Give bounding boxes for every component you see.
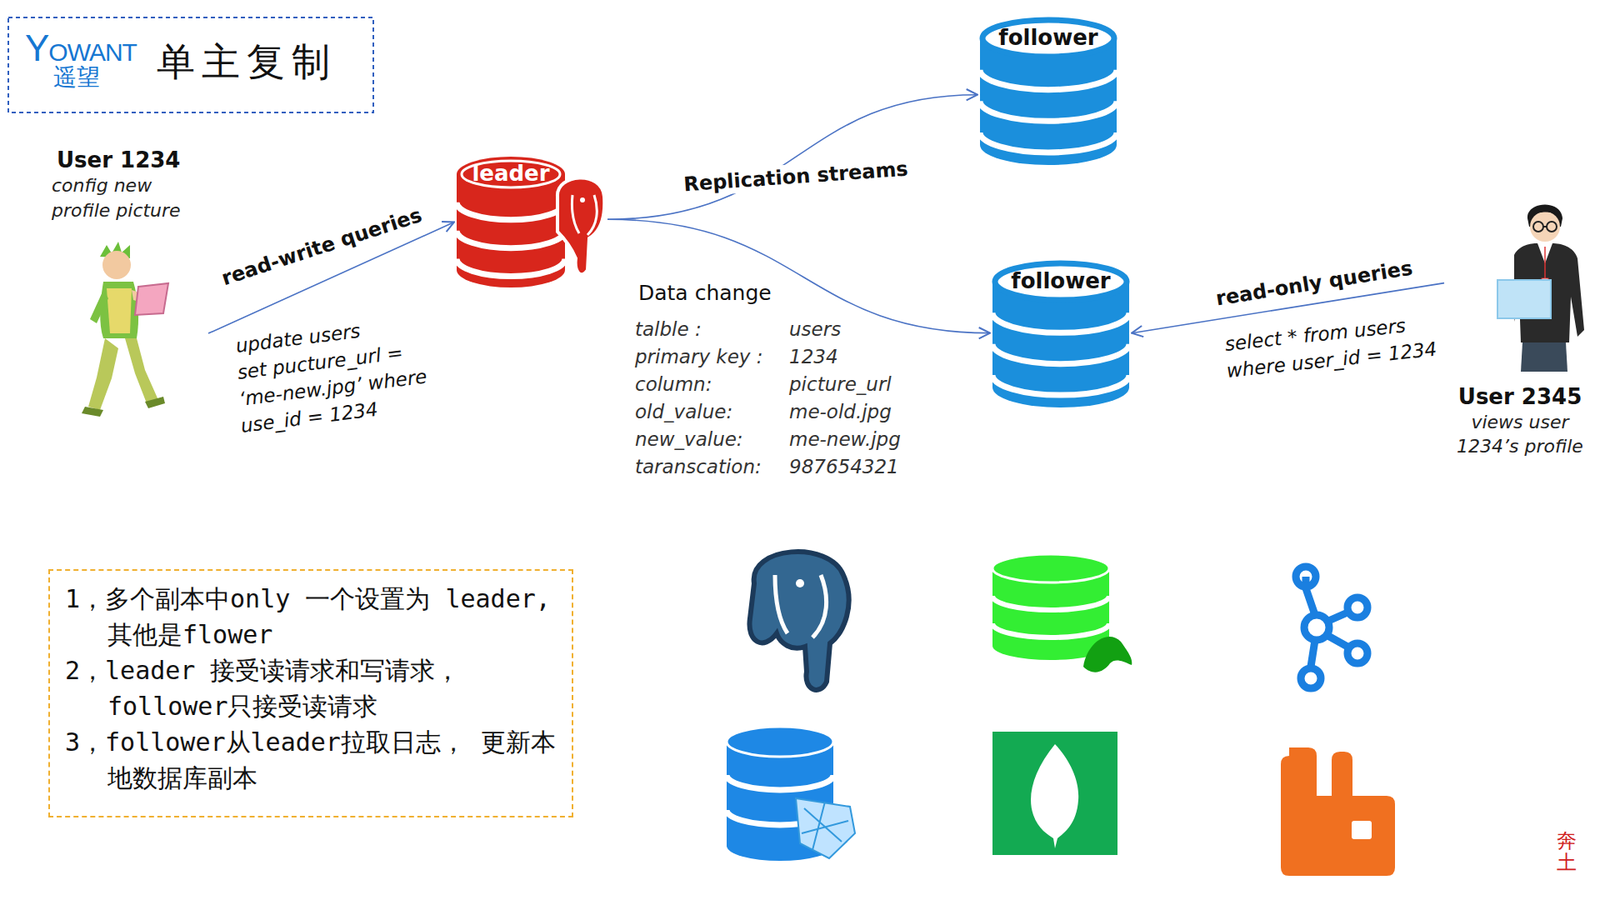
follower-database: follower — [990, 258, 1132, 411]
node-label: follower — [977, 24, 1120, 51]
diagram-title: 单主复制 — [156, 36, 337, 89]
mysql-icon — [992, 554, 1132, 673]
table-cell: 987654321 — [789, 455, 900, 480]
table-heading: Data change — [638, 280, 772, 306]
user-caption: User 2345views user 1234’s profile — [1444, 383, 1596, 459]
kafka-icon — [1295, 566, 1368, 689]
table-cell: new_value: — [635, 428, 744, 452]
rabbitmq-icon — [1280, 747, 1395, 876]
connector-arrow — [607, 95, 978, 220]
edge-label: read-write queries — [215, 201, 429, 293]
title-frame — [8, 17, 374, 113]
mongodb-icon — [992, 731, 1118, 855]
node-label: leader — [454, 160, 568, 187]
table-cell: old_value: — [635, 400, 733, 425]
table-cell: 1234 — [789, 345, 839, 370]
note-box: 1，多个副本中only 一个设置为 leader,其他是flower2，lead… — [48, 569, 574, 818]
user-name: User 1234 — [48, 146, 209, 174]
user-note: config new profile picture — [48, 173, 194, 224]
sqlserver-icon — [726, 726, 855, 861]
user-figure: User 1234config new profile picture — [48, 146, 209, 424]
user-figure: User 2345views user 1234’s profile — [1444, 193, 1596, 454]
follower-database: follower — [977, 15, 1120, 169]
table-cell: taranscation: — [635, 455, 762, 480]
node-label: follower — [990, 267, 1132, 295]
user-name: User 2345 — [1444, 383, 1596, 410]
connector-arrow — [607, 219, 990, 333]
table-cell: me-new.jpg — [789, 428, 901, 452]
table-cell: picture_url — [789, 373, 892, 397]
edge-label: Replication streams — [679, 155, 912, 197]
table-cell: column: — [635, 373, 712, 397]
table-cell: me-old.jpg — [789, 400, 892, 425]
watermark: 奔土 — [1556, 830, 1577, 875]
table-cell: primary key : — [635, 345, 763, 370]
note-item: 1，多个副本中only 一个设置为 leader,其他是flower — [65, 580, 557, 653]
note-item: 3，follower从leader拉取日志， 更新本地数据库副本 — [65, 724, 557, 796]
leader-database: leader — [454, 153, 608, 291]
user-note: views user 1234’s profile — [1453, 410, 1587, 459]
postgres-icon — [749, 551, 849, 690]
table-cell: talble : — [635, 318, 702, 342]
note-item: 2，leader 接受读请求和写请求， follower只接受读请求 — [65, 652, 557, 725]
logo-text: 遥望 — [53, 63, 100, 92]
table-cell: users — [789, 318, 841, 342]
